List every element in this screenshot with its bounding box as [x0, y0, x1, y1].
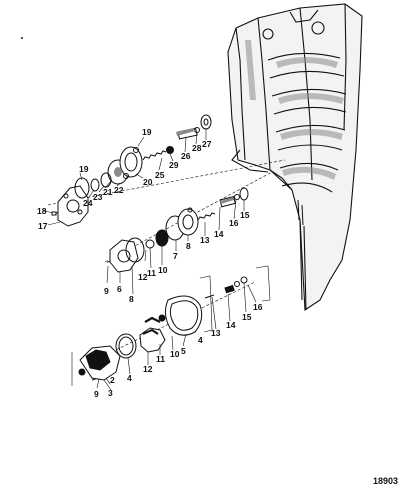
figure-number: 18903	[372, 476, 398, 486]
callout-bot-10: 10	[170, 349, 180, 359]
callout-top-26: 26	[181, 151, 191, 161]
callout-mid-13: 13	[200, 235, 210, 245]
callout-bot-11: 11	[156, 354, 165, 364]
callout-mid-9: 9	[104, 286, 109, 296]
callout-bot-14: 14	[226, 320, 236, 330]
callout-mid-8: 8	[129, 294, 134, 304]
leader-lines	[42, 129, 257, 391]
callout-top-27: 27	[202, 139, 212, 149]
callout-mid-16: 16	[229, 218, 239, 228]
callouts: 18 17 19 24 23 21 22 20 19 25 29 26 28 2…	[37, 127, 263, 399]
callout-top-21: 21	[103, 187, 113, 197]
callout-mid-14: 14	[214, 229, 224, 239]
callout-top-19b: 19	[142, 127, 152, 137]
callout-top-23: 23	[93, 192, 103, 202]
callout-top-28: 28	[192, 143, 202, 153]
dowel-pins	[297, 199, 304, 226]
callout-top-20: 20	[143, 177, 153, 187]
engine-block-shading	[245, 40, 344, 180]
callout-mid-15: 15	[240, 210, 250, 220]
callout-bot-9: 9	[94, 389, 99, 399]
top-assembly	[51, 114, 212, 227]
callout-bot-4b: 4	[127, 373, 132, 383]
bracket-frames	[71, 265, 271, 386]
callout-top-17: 17	[38, 221, 48, 231]
callout-bot-13: 13	[211, 328, 221, 338]
middle-assembly	[106, 187, 249, 273]
callout-mid-11: 11	[147, 268, 156, 278]
callout-top-22: 22	[114, 185, 124, 195]
callout-mid-8b: 8	[186, 241, 191, 251]
stray-mark	[21, 37, 23, 39]
callout-bot-15: 15	[242, 312, 252, 322]
callout-top-19: 19	[79, 164, 89, 174]
top-assembly-shading	[114, 128, 195, 177]
callout-top-24: 24	[83, 198, 93, 208]
callout-mid-10: 10	[158, 265, 168, 275]
callout-mid-7: 7	[173, 251, 178, 261]
callout-bot-2: 2	[110, 375, 115, 385]
callout-top-18: 18	[37, 206, 47, 216]
callout-bot-12: 12	[143, 364, 153, 374]
callout-mid-6: 6	[117, 284, 122, 294]
middle-assembly-shading	[220, 197, 234, 204]
callout-bot-4: 4	[198, 335, 203, 345]
callout-bot-16: 16	[253, 302, 263, 312]
callout-top-29: 29	[169, 160, 179, 170]
callout-mid-12: 12	[138, 272, 148, 282]
callout-top-25: 25	[155, 170, 165, 180]
callout-bot-3: 3	[108, 388, 113, 398]
callout-bot-5: 5	[181, 346, 186, 356]
bottom-assembly	[78, 276, 248, 381]
engine-block	[227, 3, 363, 311]
